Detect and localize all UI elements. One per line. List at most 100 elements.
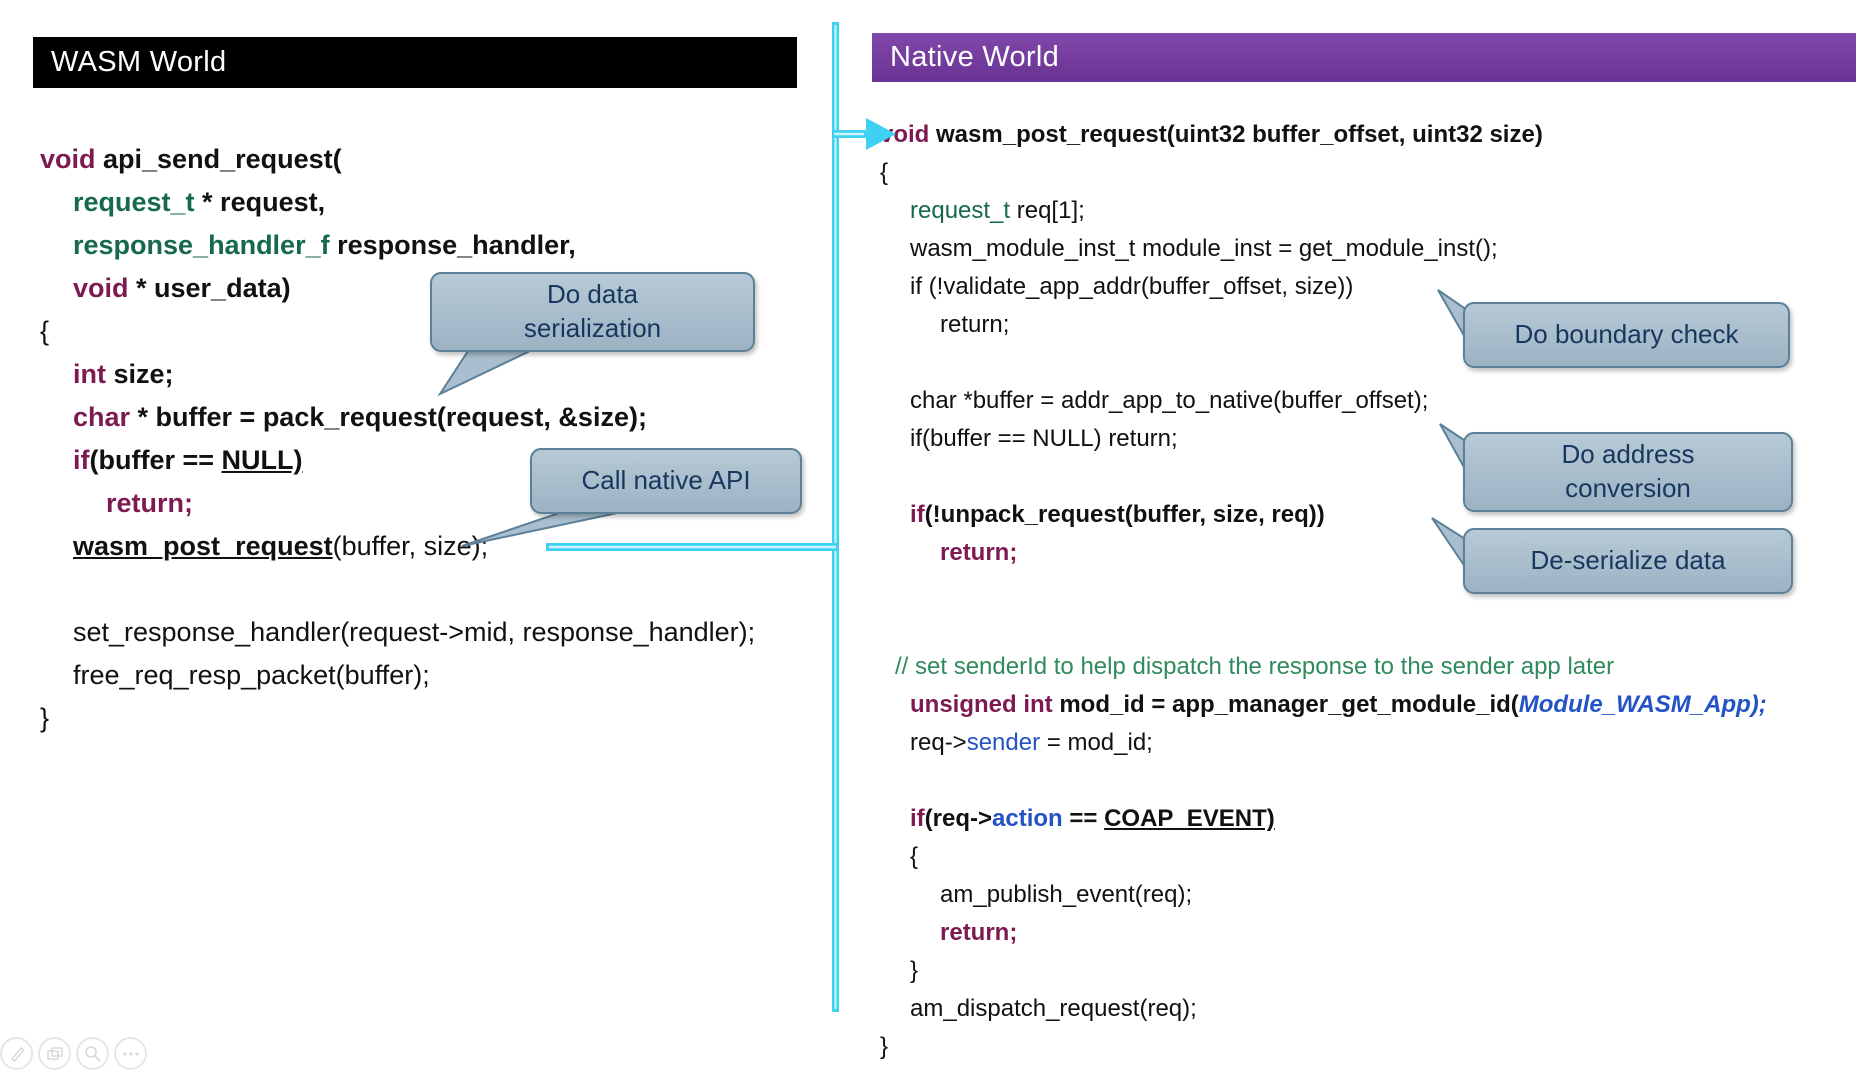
code-segment: mod_id = app_manager_get_module_id( [1052,691,1519,718]
code-segment: return; [940,539,1018,566]
code-line: void api_send_request( [40,138,755,181]
wasm-world-title: WASM World [51,46,227,78]
code-line: am_publish_event(req); [880,876,1767,914]
code-line: } [40,697,755,740]
callout-call-native-api: Call native API [530,448,802,514]
code-line: am_dispatch_request(req); [880,990,1767,1028]
code-segment: * user_data) [128,273,291,303]
code-segment: } [910,957,919,984]
code-line: if(req->action == COAP_EVENT) [880,800,1767,838]
code-line: free_req_resp_packet(buffer); [40,654,755,697]
code-segment: * request, [194,187,326,217]
callout-text: Do boundary check [1514,319,1739,350]
code-segment: // set senderId to help dispatch the res… [895,653,1615,680]
code-segment: wasm_post_request [73,531,333,561]
code-segment: response_handler, [329,230,576,260]
native-code-block: void wasm_post_request(uint32 buffer_off… [880,116,1767,1066]
code-segment: api_send_request( [95,144,342,174]
code-segment: NULL) [221,445,303,475]
wasm-code-block: void api_send_request(request_t * reques… [40,138,755,740]
code-line: if(!unpack_request(buffer, size, req)) [880,496,1767,534]
code-segment: { [40,316,50,346]
code-segment: action [992,805,1063,832]
code-segment: free_req_resp_packet(buffer); [73,660,430,690]
code-segment: am_publish_event(req); [940,881,1193,908]
code-line: void * user_data) [40,267,755,310]
code-segment: if [910,805,925,832]
slideshow-toolbar [0,1037,147,1071]
code-line: { [880,838,1767,876]
code-segment: if [73,445,90,475]
code-segment: { [880,159,889,186]
code-line: return; [880,914,1767,952]
code-segment: request_t [73,187,195,217]
code-segment: } [880,1033,889,1060]
code-line: { [880,154,1767,192]
code-line: // set senderId to help dispatch the res… [880,648,1767,686]
code-segment: return; [940,919,1018,946]
code-segment: (req-> [924,805,993,832]
code-segment: req[1]; [1010,197,1085,224]
code-segment: if(buffer == NULL) return; [910,425,1178,452]
callout-text: Do data serialization [523,279,662,343]
code-segment: int [73,359,106,389]
code-segment: { [910,843,919,870]
code-line: int size; [40,353,755,396]
code-line: if (!validate_app_addr(buffer_offset, si… [880,268,1767,306]
callout-do-data-serialization: Do data serialization [430,272,755,352]
code-segment: req-> [910,729,967,756]
code-segment: COAP_EVENT) [1104,805,1275,832]
pen-icon[interactable] [0,1037,33,1070]
code-line: request_t * request, [40,181,755,224]
code-segment: = mod_id; [1040,729,1153,756]
callout-de-serialize-data: De-serialize data [1463,528,1793,594]
code-segment: * buffer = pack_request(request, &size); [130,402,647,432]
code-segment: (buffer, size); [332,531,489,561]
code-line: return; [40,482,755,525]
code-segment: unsigned int [910,691,1053,718]
code-line: char * buffer = pack_request(request, &s… [40,396,755,439]
code-line: { [40,310,755,353]
code-segment: void [73,273,129,303]
code-segment: wasm_module_inst_t module_inst = get_mod… [910,235,1498,262]
code-line: } [880,952,1767,990]
code-segment: char *buffer = addr_app_to_native(buffer… [910,387,1429,414]
code-line: wasm_module_inst_t module_inst = get_mod… [880,230,1767,268]
code-segment: char [73,402,131,432]
code-line: char *buffer = addr_app_to_native(buffer… [880,382,1767,420]
code-line: } [880,1028,1767,1066]
slide-navigator-icon[interactable] [38,1037,71,1070]
callout-do-address-conversion: Do address conversion [1463,432,1793,512]
code-line: response_handler_f response_handler, [40,224,755,267]
code-segment: } [40,703,50,733]
code-segment: response_handler_f [73,230,330,260]
code-line: req->sender = mod_id; [880,724,1767,762]
code-line: return; [880,306,1767,344]
callout-do-boundary-check: Do boundary check [1463,302,1790,368]
code-line [880,610,1767,648]
code-segment: if (!validate_app_addr(buffer_offset, si… [910,273,1354,300]
code-segment: request_t [910,197,1011,224]
code-line: if(buffer == NULL) return; [880,420,1767,458]
code-line: void wasm_post_request(uint32 buffer_off… [880,116,1767,154]
code-line: wasm_post_request(buffer, size); [40,525,755,568]
more-options-icon[interactable] [114,1037,147,1070]
code-segment: (!unpack_request(buffer, size, req)) [924,501,1325,528]
callout-text: De-serialize data [1530,545,1726,576]
native-world-header: Native World [872,33,1856,82]
code-segment: return; [940,311,1010,338]
wasm-world-header: WASM World [33,37,797,88]
code-segment: void [880,121,930,148]
code-line: if(buffer == NULL) [40,439,755,482]
code-segment: return; [106,488,193,518]
code-line [880,762,1767,800]
code-line: return; [880,534,1767,572]
code-line: unsigned int mod_id = app_manager_get_mo… [880,686,1767,724]
code-segment: == [1062,805,1105,832]
code-line [40,568,755,611]
code-segment: wasm_post_request(uint32 buffer_offset, … [929,121,1543,148]
code-segment: size; [106,359,174,389]
native-world-title: Native World [890,41,1060,73]
zoom-icon[interactable] [76,1037,109,1070]
code-line: set_response_handler(request->mid, respo… [40,611,755,654]
